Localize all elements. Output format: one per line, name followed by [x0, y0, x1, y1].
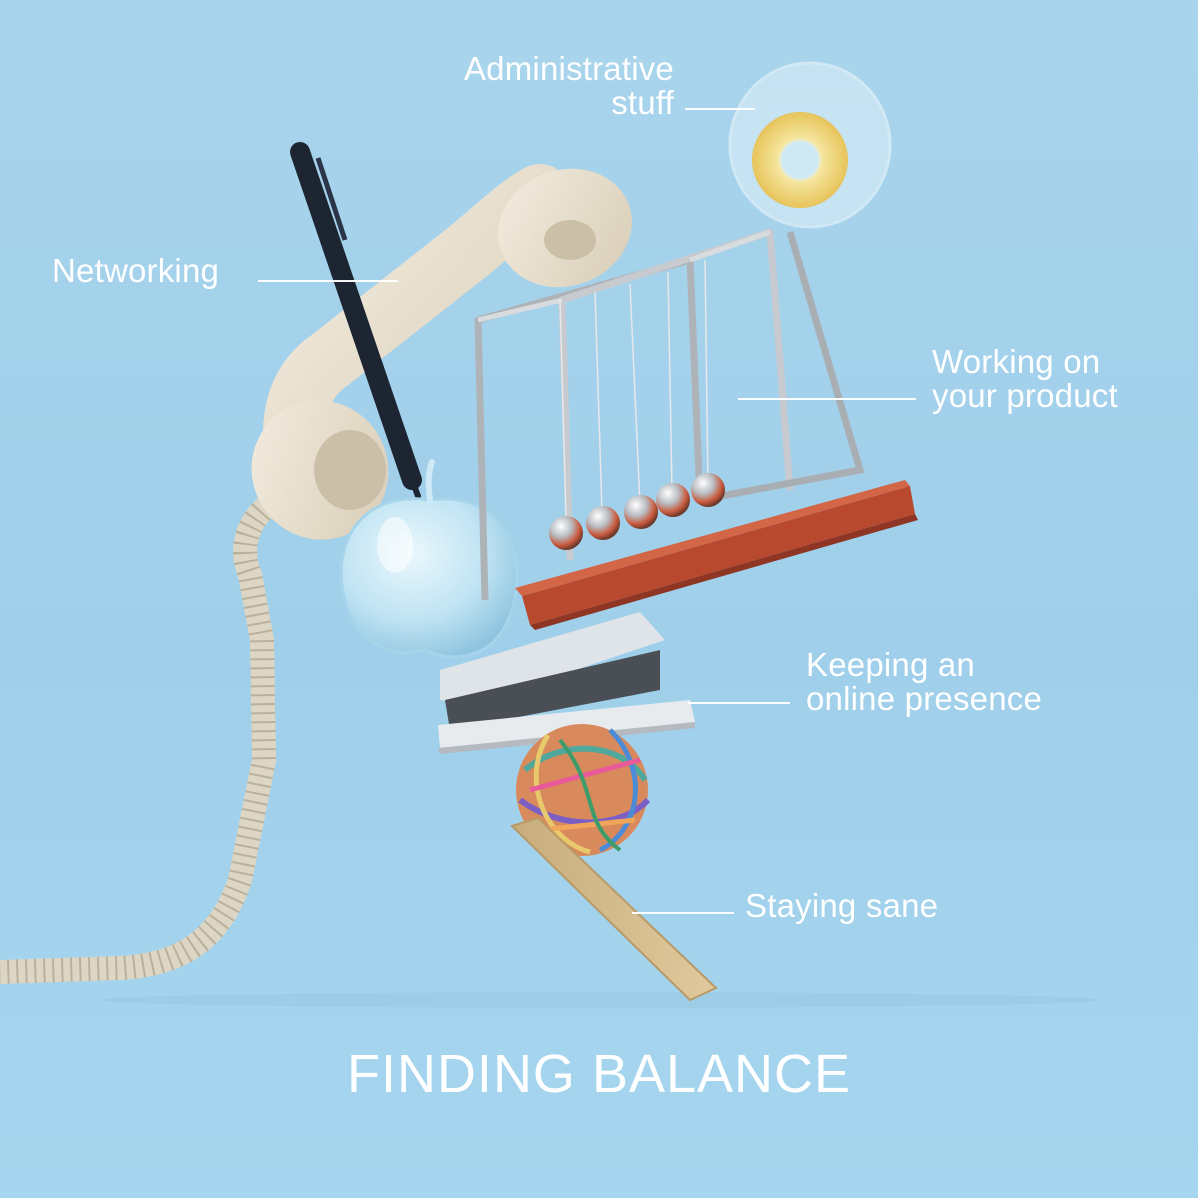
label-line: your product [932, 377, 1118, 414]
label-administrative-stuff: Administrative stuff [430, 52, 674, 120]
label-line: Staying sane [745, 887, 939, 924]
label-networking: Networking [52, 254, 219, 288]
label-line: Networking [52, 252, 220, 289]
label-line: Working on [932, 343, 1101, 380]
label-line: Keeping an [806, 646, 975, 683]
leader-line-sane [632, 912, 734, 914]
label-line: Administrative [463, 50, 674, 87]
tape-dispenser [728, 61, 892, 229]
phone-cord [0, 493, 280, 984]
label-line: online presence [806, 680, 1042, 717]
label-working-on-product: Working on your product [932, 345, 1118, 413]
floor-shadow [100, 992, 1100, 1008]
leader-line-online [688, 702, 790, 704]
leader-line-networking [258, 280, 398, 282]
ruler [510, 816, 718, 1002]
rubber-band-ball [516, 724, 651, 856]
label-staying-sane: Staying sane [745, 889, 938, 923]
pen [290, 142, 422, 499]
label-online-presence: Keeping an online presence [806, 648, 1042, 716]
leader-line-product [738, 398, 916, 400]
label-line: stuff [611, 84, 674, 121]
glass-apple [339, 459, 519, 659]
leader-line-administrative [685, 108, 755, 110]
page-title: FINDING BALANCE [346, 1044, 852, 1104]
newtons-cradle [474, 228, 918, 630]
telephone-handset [251, 164, 632, 540]
